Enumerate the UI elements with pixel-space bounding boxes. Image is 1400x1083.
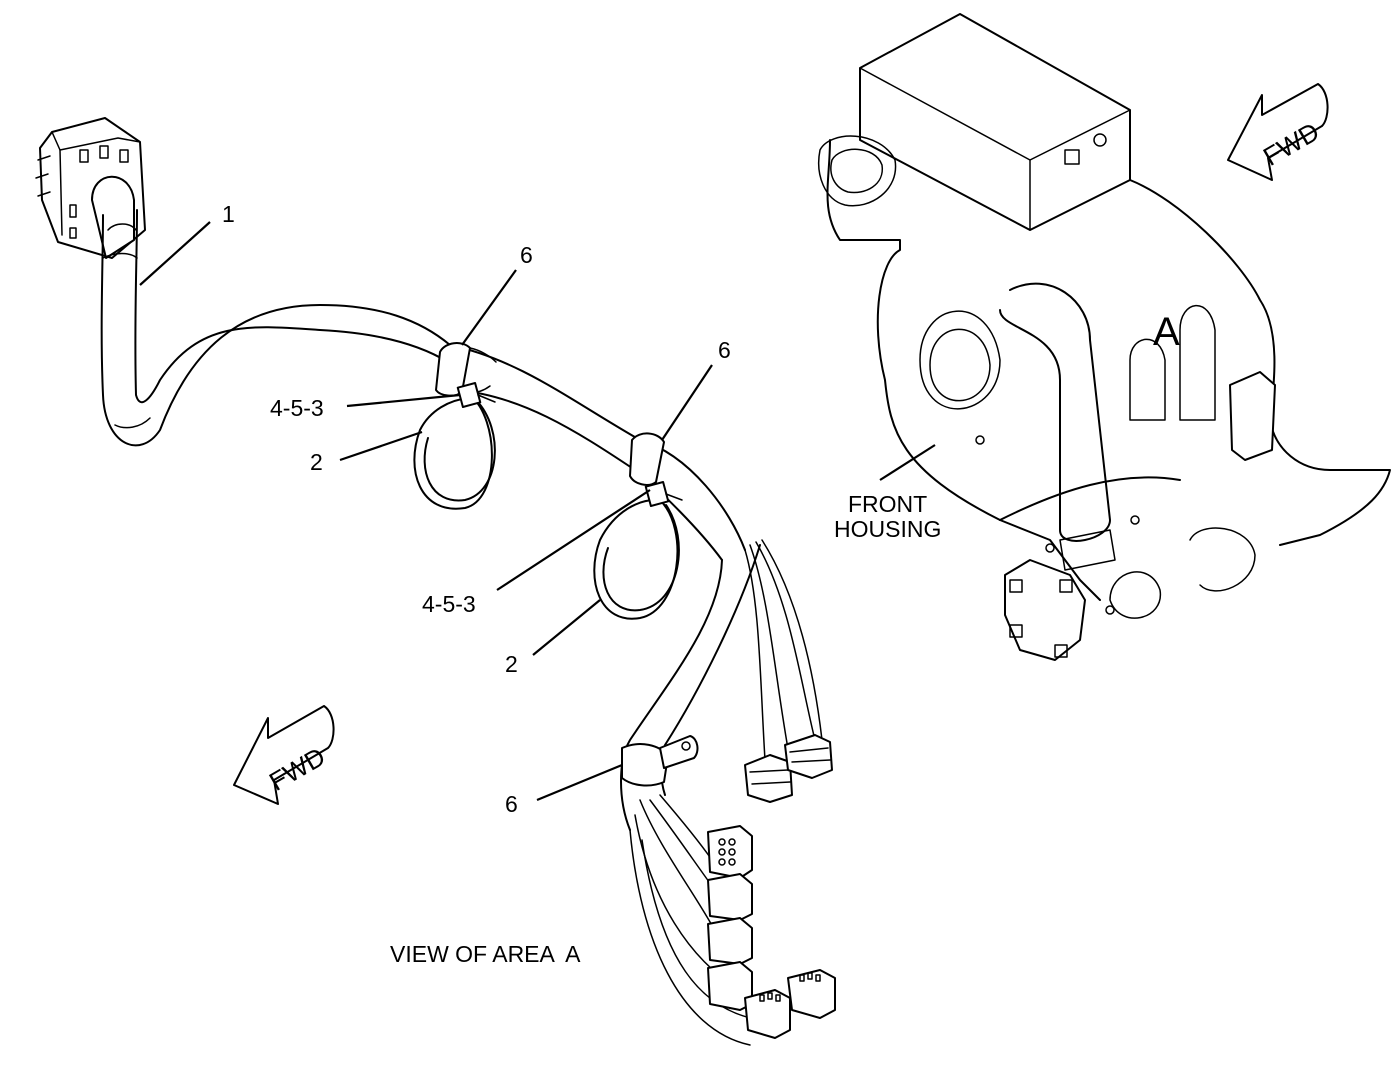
front-housing-label-line1: FRONT xyxy=(848,491,927,517)
engine-labels: A FRONT HOUSING xyxy=(834,310,1180,542)
fwd-arrow-top: FWD xyxy=(1227,83,1329,181)
engine-assembly xyxy=(818,13,1391,661)
main-block-connector xyxy=(35,117,146,259)
clamp-sleeve-middle xyxy=(629,432,665,486)
callout-item-4-5-3-middle: 4-5-3 xyxy=(422,591,476,617)
callout-item-6-bottom: 6 xyxy=(505,791,518,817)
callout-item-2-top: 2 xyxy=(310,449,323,475)
fwd-arrow-bottom: FWD xyxy=(233,705,335,805)
callout-labels: 1 6 6 4-5-3 2 4-5-3 2 6 xyxy=(222,201,731,817)
callout-item-6-middle: 6 xyxy=(718,337,731,363)
control-box xyxy=(859,13,1131,231)
clamp-sleeve-bottom xyxy=(621,735,699,787)
callout-item-6-top: 6 xyxy=(520,242,533,268)
callout-item-1: 1 xyxy=(222,201,235,227)
engine-body xyxy=(818,135,1391,661)
tie-strap-loop-top xyxy=(413,382,496,510)
callout-item-4-5-3-top: 4-5-3 xyxy=(270,395,324,421)
view-caption: VIEW OF AREA A xyxy=(390,941,581,967)
connector-pair-upper xyxy=(744,734,833,803)
connector-stack-lower xyxy=(707,825,836,1039)
branch-wires-upper xyxy=(744,539,823,761)
front-housing-label-line2: HOUSING xyxy=(834,516,941,542)
tie-strap-loop-middle xyxy=(593,481,683,620)
callout-item-2-middle: 2 xyxy=(505,651,518,677)
harness-trunk xyxy=(100,209,761,831)
area-a-marker: A xyxy=(1153,310,1180,354)
leader-lines xyxy=(139,221,936,802)
harness-assembly xyxy=(35,117,836,1046)
